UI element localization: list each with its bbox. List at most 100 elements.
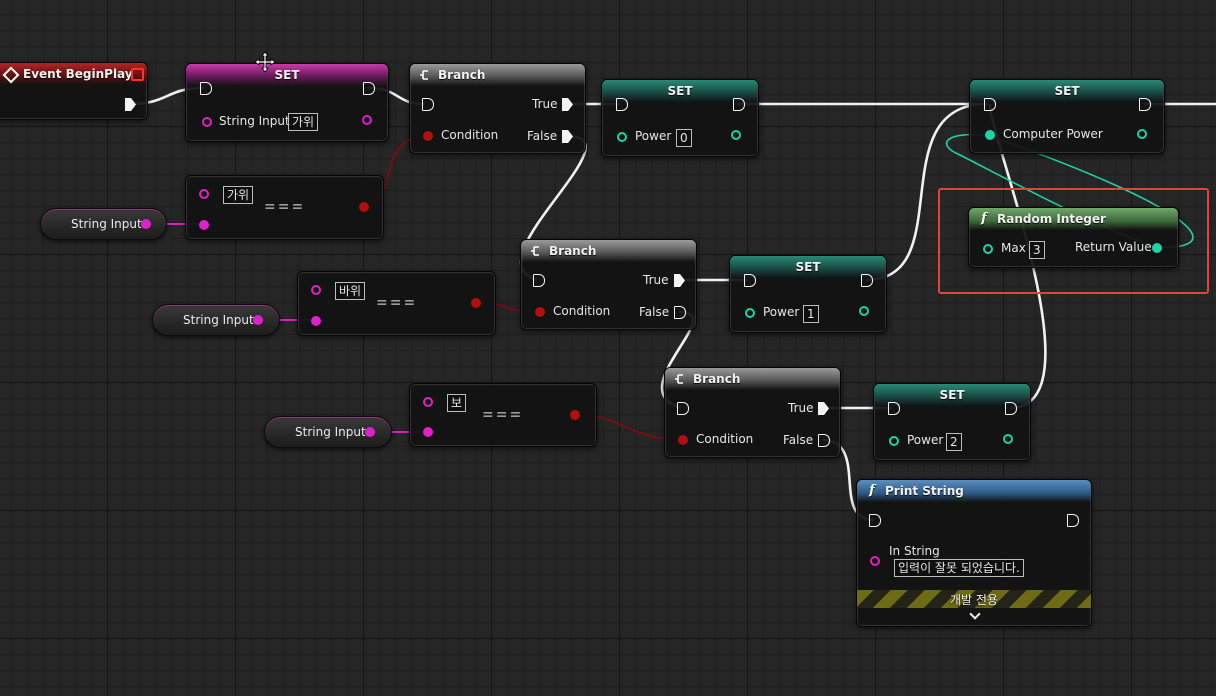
chevron-down-icon[interactable] <box>969 608 981 620</box>
exec-in-pin[interactable] <box>200 82 212 95</box>
compare-value-field[interactable]: 가위 <box>223 186 254 204</box>
string-in-pin[interactable] <box>202 117 212 127</box>
condition-pin[interactable] <box>423 131 433 141</box>
bool-out-pin[interactable] <box>570 410 580 420</box>
print-string-header: f Print String <box>857 480 1091 502</box>
event-begin-play-node[interactable]: Event BeginPlay <box>0 62 148 120</box>
branch-icon <box>531 246 539 256</box>
exec-out-pin[interactable] <box>363 82 375 95</box>
true-exec-pin[interactable] <box>674 274 685 287</box>
exec-in-pin[interactable] <box>869 514 881 527</box>
exec-out-pin[interactable] <box>861 274 873 287</box>
compare-value-field[interactable]: 바위 <box>335 282 366 300</box>
exec-in-pin[interactable] <box>888 402 900 415</box>
false-exec-pin[interactable] <box>818 434 830 447</box>
set-power-node-0[interactable]: SET Power 0 <box>601 79 759 157</box>
integer-in-pin-connected[interactable] <box>985 130 995 140</box>
random-integer-node[interactable]: f Random Integer Max 3 Return Value <box>968 207 1179 268</box>
development-only-strip <box>857 590 1091 608</box>
max-value-field[interactable]: 3 <box>1029 241 1045 259</box>
pin-label: Power <box>907 433 944 447</box>
pin-label: Power <box>763 305 800 319</box>
random-integer-header: f Random Integer <box>969 208 1178 230</box>
branch-icon <box>420 70 428 80</box>
pin-label: String Input <box>219 114 290 128</box>
integer-value-field[interactable]: 1 <box>803 305 819 323</box>
branch-node-3[interactable]: Branch True Condition False <box>664 367 841 458</box>
false-exec-pin[interactable] <box>562 130 573 143</box>
equal-node-1[interactable]: 가위 === <box>185 175 384 240</box>
exec-in-pin[interactable] <box>422 98 434 111</box>
integer-out-pin[interactable] <box>1137 129 1147 139</box>
integer-out-pin[interactable] <box>731 130 741 140</box>
string-in-pin[interactable] <box>199 189 209 199</box>
max-in-pin[interactable] <box>983 244 993 254</box>
string-in-pin[interactable] <box>423 397 433 407</box>
compare-value-field[interactable]: 보 <box>447 394 467 412</box>
string-value-field[interactable]: 가위 <box>288 113 319 131</box>
exec-out-pin[interactable] <box>1005 402 1017 415</box>
string-out-pin[interactable] <box>362 115 372 125</box>
true-exec-pin[interactable] <box>562 98 573 111</box>
return-value-pin[interactable] <box>1152 243 1162 253</box>
equal-node-3[interactable]: 보 === <box>409 383 597 447</box>
exec-in-pin[interactable] <box>744 274 756 287</box>
condition-pin[interactable] <box>535 307 545 317</box>
in-string-value-field[interactable]: 입력이 잘못 되었습니다. <box>894 559 1024 577</box>
string-in-pin-connected[interactable] <box>199 220 209 230</box>
set-string-input-node[interactable]: SET String Input 가위 <box>185 63 389 142</box>
exec-out-pin[interactable] <box>125 98 136 111</box>
string-input-getter-1[interactable]: String Input <box>40 208 167 240</box>
equals-operator: === <box>376 295 418 311</box>
set-header: SET <box>730 256 886 278</box>
pin-label: Power <box>635 129 672 143</box>
string-input-getter-2[interactable]: String Input <box>152 304 280 336</box>
set-power-node-2[interactable]: SET Power 2 <box>873 383 1031 461</box>
true-label: True <box>643 273 669 287</box>
node-title: Branch <box>549 244 597 258</box>
branch-node-1[interactable]: Branch True Condition False <box>409 63 586 154</box>
string-input-getter-3[interactable]: String Input <box>264 416 392 448</box>
exec-in-pin[interactable] <box>677 402 689 415</box>
exec-out-pin[interactable] <box>1139 98 1151 111</box>
string-out-pin[interactable] <box>365 427 375 437</box>
false-label: False <box>639 305 670 319</box>
return-value-label: Return Value <box>1075 240 1152 254</box>
integer-out-pin[interactable] <box>859 306 869 316</box>
equals-operator: === <box>482 407 524 423</box>
branch-node-2[interactable]: Branch True Condition False <box>520 239 697 330</box>
print-string-node[interactable]: f Print String In String 입력이 잘못 되었습니다. 개… <box>856 479 1092 627</box>
integer-in-pin[interactable] <box>745 308 755 318</box>
exec-in-pin[interactable] <box>984 98 996 111</box>
true-exec-pin[interactable] <box>818 402 829 415</box>
in-string-pin[interactable] <box>870 556 880 566</box>
condition-pin[interactable] <box>678 435 688 445</box>
false-exec-pin[interactable] <box>674 306 686 319</box>
set-computer-power-node[interactable]: SET Computer Power <box>969 79 1165 154</box>
integer-value-field[interactable]: 0 <box>676 129 692 147</box>
string-in-pin[interactable] <box>311 285 321 295</box>
development-only-label: 개발 전용 <box>950 593 998 607</box>
move-cursor-icon <box>254 51 276 73</box>
equal-node-2[interactable]: 바위 === <box>297 271 496 336</box>
integer-in-pin[interactable] <box>889 436 899 446</box>
set-power-node-1[interactable]: SET Power 1 <box>729 255 887 333</box>
exec-out-pin[interactable] <box>1067 514 1079 527</box>
integer-out-pin[interactable] <box>1003 434 1013 444</box>
string-in-pin-connected[interactable] <box>311 316 321 326</box>
exec-in-pin[interactable] <box>616 98 628 111</box>
event-icon <box>2 66 20 84</box>
equals-operator: === <box>264 199 306 215</box>
exec-in-pin[interactable] <box>533 274 545 287</box>
string-in-pin-connected[interactable] <box>423 427 433 437</box>
bool-out-pin[interactable] <box>359 202 369 212</box>
string-out-pin[interactable] <box>141 219 151 229</box>
bool-out-pin[interactable] <box>471 298 481 308</box>
branch-icon <box>675 374 683 384</box>
exec-out-pin[interactable] <box>733 98 745 111</box>
variable-label: String Input <box>295 425 366 439</box>
integer-value-field[interactable]: 2 <box>946 433 962 451</box>
false-label: False <box>783 433 814 447</box>
integer-in-pin[interactable] <box>617 132 627 142</box>
string-out-pin[interactable] <box>253 315 263 325</box>
